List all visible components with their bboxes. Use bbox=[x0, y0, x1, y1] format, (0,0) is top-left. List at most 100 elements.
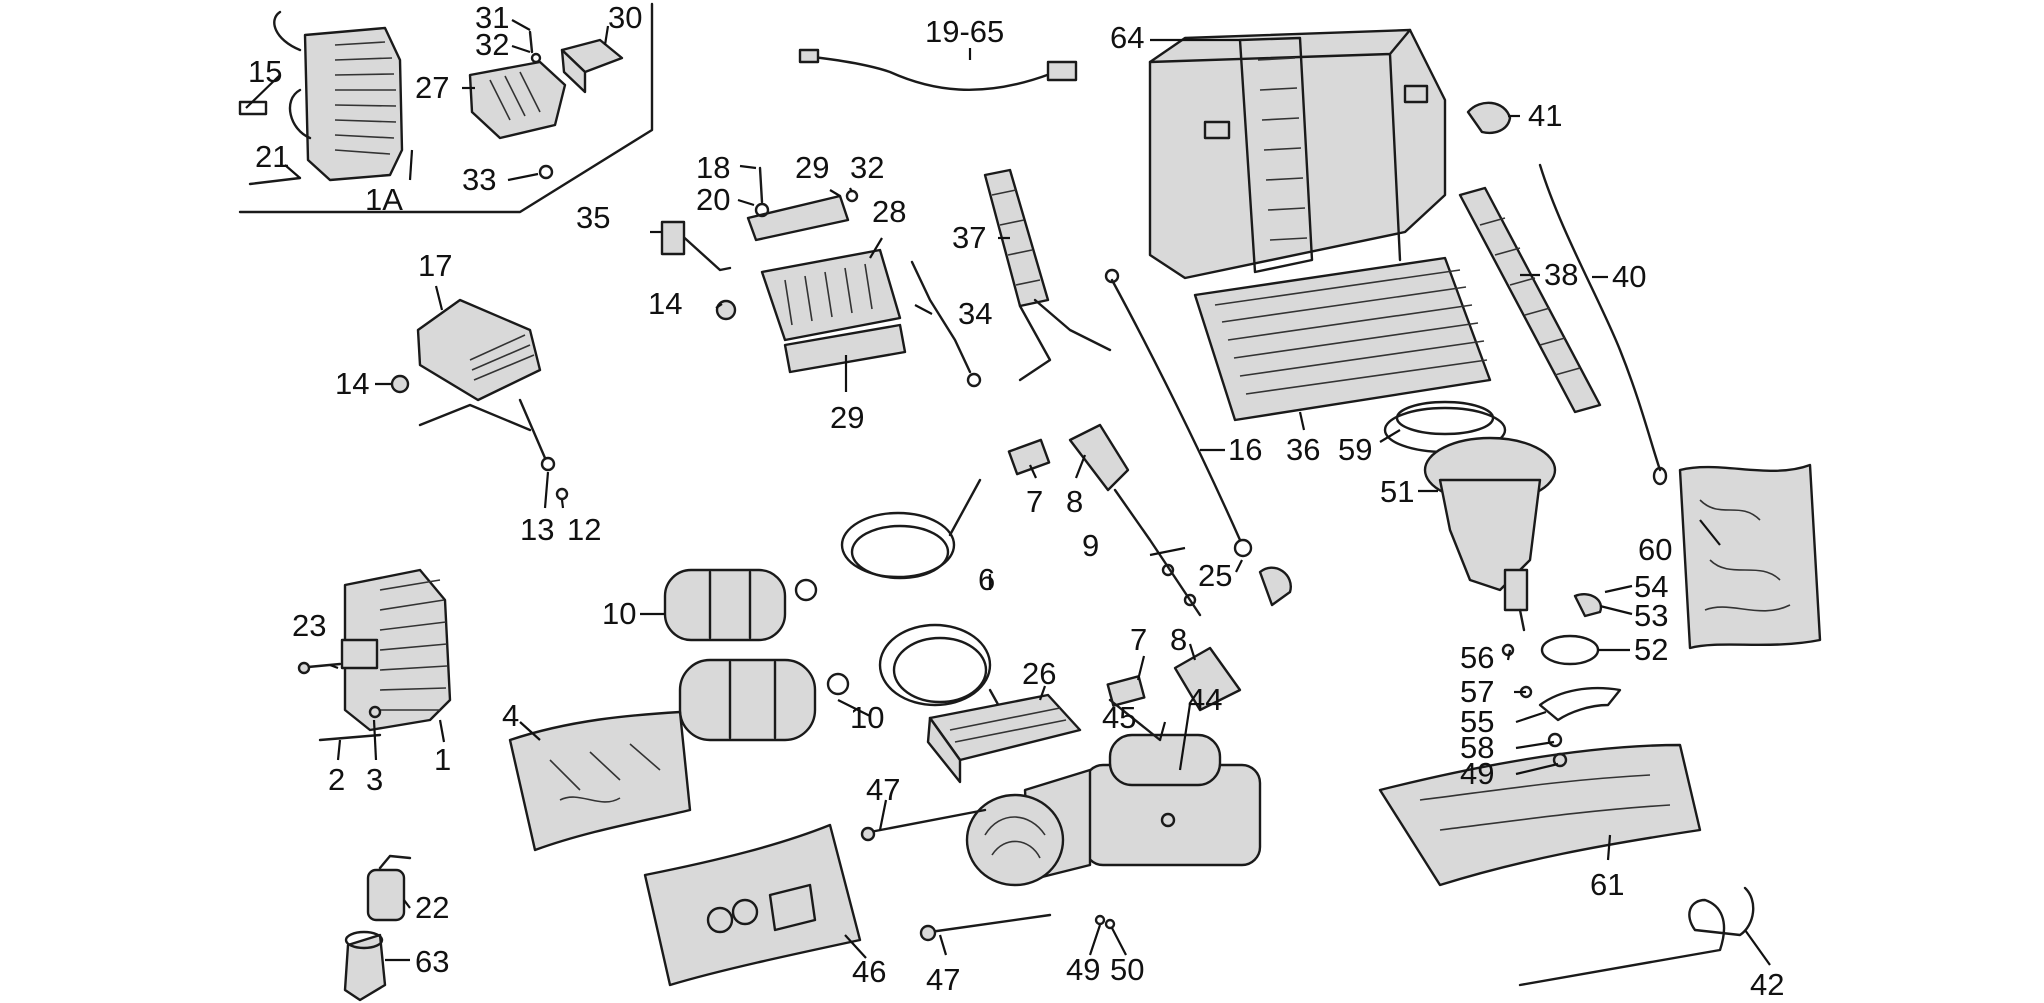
cable-34-drawing bbox=[910, 260, 982, 388]
callout-55: 55 bbox=[1460, 704, 1494, 739]
callout-32: 32 bbox=[850, 150, 884, 185]
callout-19-65: 19-65 bbox=[925, 14, 1004, 49]
callout-20: 20 bbox=[696, 182, 730, 217]
callout-46: 46 bbox=[852, 954, 886, 989]
callout-38: 38 bbox=[1544, 257, 1578, 292]
bolt-47b-drawing bbox=[919, 913, 1052, 942]
callout-14-fusebox: 14 bbox=[648, 286, 682, 321]
callout-33: 33 bbox=[462, 162, 496, 197]
callout-9: 9 bbox=[1082, 528, 1099, 563]
parts-bag-61-drawing bbox=[1378, 743, 1702, 887]
callout-54: 54 bbox=[1634, 569, 1668, 604]
callout-64: 64 bbox=[1110, 20, 1144, 55]
cable-16-drawing bbox=[1104, 268, 1253, 558]
key-cylinder-63-drawing bbox=[343, 930, 387, 1002]
distributor-51-drawing bbox=[1423, 436, 1603, 666]
ignition-switch-22-drawing bbox=[366, 854, 412, 922]
callout-26: 26 bbox=[1022, 656, 1056, 691]
spark-plug-caps-top-drawing bbox=[1007, 423, 1292, 617]
callout-32-inset: 32 bbox=[475, 27, 509, 62]
leader-lines bbox=[245, 19, 1771, 966]
callout-15: 15 bbox=[248, 54, 282, 89]
callout-42: 42 bbox=[1750, 967, 1784, 1002]
callout-34: 34 bbox=[958, 296, 992, 331]
alternator-1a-drawing bbox=[238, 10, 404, 186]
callout-56: 56 bbox=[1460, 640, 1494, 675]
cable-40-drawing bbox=[1538, 163, 1668, 486]
fuse-box-28-drawing bbox=[660, 166, 907, 374]
callout-1: 1 bbox=[434, 742, 451, 777]
wrench-42-drawing bbox=[1518, 886, 1755, 987]
callout-12: 12 bbox=[567, 512, 601, 547]
callout-47-top: 47 bbox=[866, 772, 900, 807]
strap-37-drawing bbox=[983, 168, 1112, 382]
parts-bag-46-drawing bbox=[643, 823, 862, 987]
callout-44: 44 bbox=[1188, 682, 1222, 717]
parts-bag-4-drawing bbox=[508, 710, 692, 852]
callout-17: 17 bbox=[418, 248, 452, 283]
callout-63: 63 bbox=[415, 944, 449, 979]
connector-30-drawing bbox=[560, 38, 624, 94]
callout-49-right: 49 bbox=[1460, 756, 1494, 791]
callout-30: 30 bbox=[608, 0, 642, 35]
inset-panel-border bbox=[238, 2, 654, 214]
spark-plug-caps-lower-drawing bbox=[1106, 646, 1242, 712]
callout-16: 16 bbox=[1228, 432, 1262, 467]
callout-58: 58 bbox=[1460, 730, 1494, 765]
callout-52: 52 bbox=[1634, 632, 1668, 667]
callout-35: 35 bbox=[576, 200, 610, 235]
callout-10-top: 10 bbox=[602, 596, 636, 631]
callout-6: 6 bbox=[978, 562, 995, 597]
callout-22: 22 bbox=[415, 890, 449, 925]
callout-23: 23 bbox=[292, 608, 326, 643]
starter-motor-44-drawing bbox=[965, 698, 1262, 930]
strap-38-drawing bbox=[1458, 186, 1602, 414]
callout-21: 21 bbox=[255, 139, 289, 174]
callout-labels: 15 21 1A 31 32 30 27 33 19-65 64 41 18 2… bbox=[248, 0, 1784, 1002]
callout-8-top: 8 bbox=[1066, 484, 1083, 519]
callout-27: 27 bbox=[415, 70, 449, 105]
callout-4: 4 bbox=[502, 698, 519, 733]
callout-1a: 1A bbox=[365, 182, 403, 217]
bolt-47a-drawing bbox=[860, 808, 987, 842]
callout-31: 31 bbox=[475, 0, 509, 35]
callout-53: 53 bbox=[1634, 598, 1668, 633]
callout-25: 25 bbox=[1198, 558, 1232, 593]
callout-10-lower: 10 bbox=[850, 700, 884, 735]
callout-13: 13 bbox=[520, 512, 554, 547]
callout-41: 41 bbox=[1528, 98, 1562, 133]
callout-2: 2 bbox=[328, 762, 345, 797]
callout-51: 51 bbox=[1380, 474, 1414, 509]
callout-45: 45 bbox=[1102, 700, 1136, 735]
relay-17-drawing bbox=[390, 298, 569, 501]
cable-19-65-drawing bbox=[798, 48, 1078, 91]
parts-bag-60-drawing bbox=[1678, 463, 1822, 650]
callout-36: 36 bbox=[1286, 432, 1320, 467]
callout-60: 60 bbox=[1638, 532, 1672, 567]
ignition-coil-10a-drawing bbox=[663, 568, 818, 642]
callout-37: 37 bbox=[952, 220, 986, 255]
callout-14-relay: 14 bbox=[335, 366, 369, 401]
callout-49-bottom: 49 bbox=[1066, 952, 1100, 987]
callout-7-top: 7 bbox=[1026, 484, 1043, 519]
battery-tray-36-drawing bbox=[1193, 256, 1492, 422]
callout-7-lower: 7 bbox=[1130, 622, 1147, 657]
callout-29-top: 29 bbox=[795, 150, 829, 185]
voltage-regulator-27-drawing bbox=[468, 30, 567, 180]
battery-64-drawing bbox=[1148, 28, 1447, 280]
callout-57: 57 bbox=[1460, 674, 1494, 709]
alternator-1-drawing bbox=[297, 568, 452, 742]
callout-3: 3 bbox=[366, 762, 383, 797]
callout-29-bottom: 29 bbox=[830, 400, 864, 435]
callout-8-lower: 8 bbox=[1170, 622, 1187, 657]
callout-50: 50 bbox=[1110, 952, 1144, 987]
ht-leads-6-drawing bbox=[840, 478, 1017, 737]
callout-28: 28 bbox=[872, 194, 906, 229]
callout-40: 40 bbox=[1612, 259, 1646, 294]
callout-18: 18 bbox=[696, 150, 730, 185]
callout-61: 61 bbox=[1590, 867, 1624, 902]
callout-59: 59 bbox=[1338, 432, 1372, 467]
rectifier-26-drawing bbox=[926, 693, 1082, 784]
connector-41-drawing bbox=[1466, 101, 1512, 134]
